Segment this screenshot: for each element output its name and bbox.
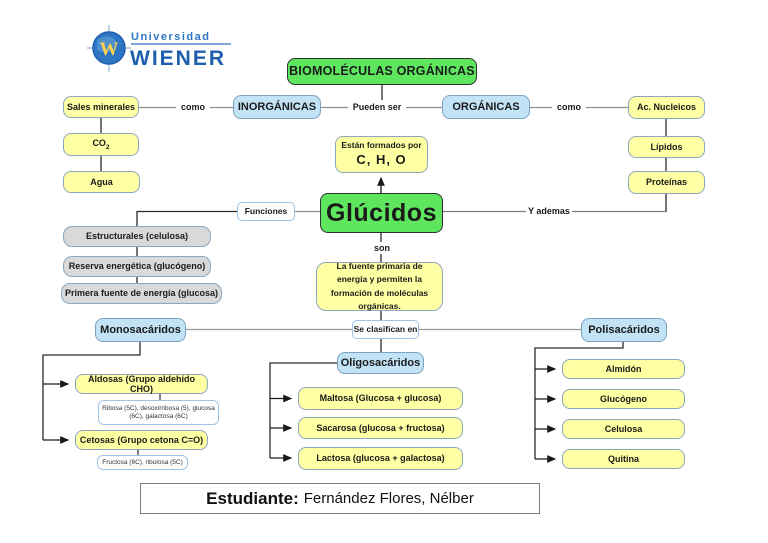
label-como-right: como <box>552 100 586 114</box>
node-inorganicas: INORGÁNICAS <box>233 95 321 119</box>
node-polisacaridos: Polisacáridos <box>581 318 667 342</box>
node-celulosa: Celulosa <box>562 419 685 439</box>
node-organicas: ORGÁNICAS <box>442 95 530 119</box>
node-biomoleculas-organicas: BIOMOLÉCULAS ORGÁNICAS <box>287 58 477 85</box>
label-funciones: Funciones <box>237 202 295 221</box>
node-lipidos: Lípidos <box>628 136 705 158</box>
node-co2: CO2 <box>63 133 139 156</box>
node-oligosacaridos: Oligosacáridos <box>337 352 424 374</box>
globe-letter: W <box>100 39 119 60</box>
node-fuente-primaria: La fuente primaria de energía y permiten… <box>316 261 443 311</box>
node-glucidos: Glúcidos <box>320 193 443 233</box>
node-sales-minerales: Sales minerales <box>63 96 139 118</box>
co2-base: CO <box>92 137 106 148</box>
logo-text-universidad: Universidad <box>131 31 210 43</box>
node-cetosas-detail: Fructosa (6C), ribulosa (5C) <box>97 455 188 470</box>
node-quitina: Quitina <box>562 449 685 469</box>
university-wiener-logo: W Universidad WIENER <box>87 25 231 72</box>
node-cetosas: Cetosas (Grupo cetona C=O) <box>75 430 208 450</box>
node-glucogeno: Glucógeno <box>562 389 685 409</box>
node-maltosa: Maltosa (Glucosa + glucosa) <box>298 387 463 410</box>
student-name: Fernández Flores, Nélber <box>303 489 474 507</box>
node-monosacaridos: Monosacáridos <box>95 318 186 342</box>
node-lactosa: Lactosa (glucosa + galactosa) <box>298 447 463 470</box>
formados-line1: Están formados por <box>341 140 422 151</box>
node-aldosas: Aldosas (Grupo aldehído CHO) <box>75 374 208 394</box>
node-estructurales: Estructurales (celulosa) <box>63 226 211 247</box>
node-proteinas: Proteínas <box>628 171 705 194</box>
node-agua: Agua <box>63 171 140 193</box>
student-label: Estudiante: <box>206 488 299 508</box>
node-almidon: Almidón <box>562 359 685 379</box>
node-primera-fuente: Primera fuente de energía (glucosa) <box>61 283 222 304</box>
logo-text-wiener: WIENER <box>130 47 226 70</box>
label-y-ademas: Y ademas <box>526 204 572 218</box>
label-pueden-ser: Pueden ser <box>348 100 406 114</box>
node-aldosas-detail: Ribosa (5C), desoxirribosa (5), glucosa … <box>98 400 219 425</box>
formados-line2: C, H, O <box>356 151 407 167</box>
node-estan-formados-por: Están formados por C, H, O <box>335 136 428 173</box>
node-ac-nucleicos: Ac. Nucleicos <box>628 96 705 119</box>
label-se-clasifican-en: Se clasifican en <box>352 320 419 339</box>
student-credit-box: Estudiante: Fernández Flores, Nélber <box>140 483 540 514</box>
title-text: BIOMOLÉCULAS ORGÁNICAS <box>289 64 475 79</box>
co2-subscript: 2 <box>105 143 110 151</box>
node-reserva-energetica: Reserva energética (glucógeno) <box>63 256 211 277</box>
label-como-left: como <box>176 100 210 114</box>
node-sacarosa: Sacarosa (glucosa + fructosa) <box>298 417 463 439</box>
label-son: son <box>371 242 393 254</box>
